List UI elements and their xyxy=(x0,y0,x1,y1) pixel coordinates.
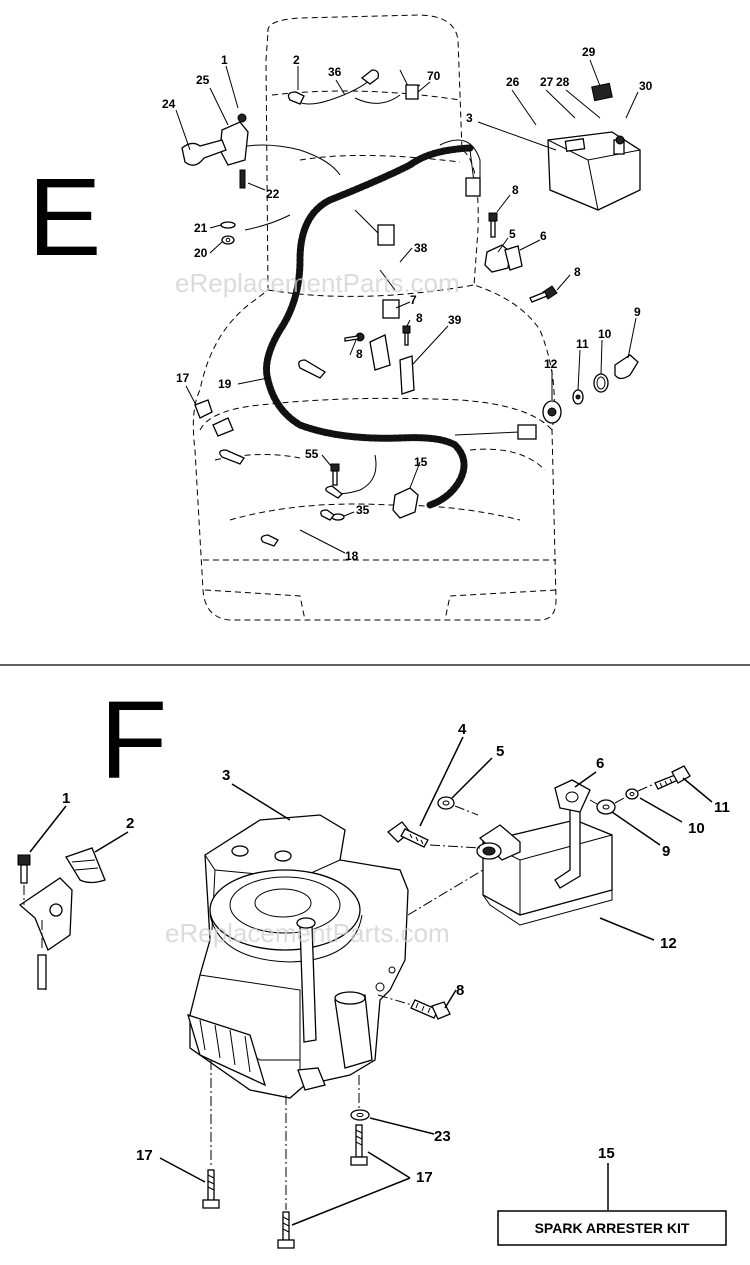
assembly-centerlines xyxy=(23,783,655,1210)
callout-f-11: 11 xyxy=(714,799,730,816)
connector-harness-plug xyxy=(377,224,395,246)
lock-washer-10 xyxy=(625,788,639,800)
solenoid-6 xyxy=(504,245,523,271)
callout-e-15: 15 xyxy=(414,455,428,469)
harness-plug-end xyxy=(517,424,537,440)
callouts-f: 3 4 5 6 1 2 11 10 9 12 8 23 17 17 15 xyxy=(62,721,730,1186)
callout-e-55: 55 xyxy=(305,447,319,461)
callout-e-26: 26 xyxy=(506,75,520,89)
callout-e-21: 21 xyxy=(194,221,208,235)
ignition-switch-assembly xyxy=(181,113,249,189)
callout-e-8b: 8 xyxy=(574,265,581,279)
callout-f-10: 10 xyxy=(688,820,705,837)
section-e-letter: E xyxy=(28,156,101,279)
callout-e-9: 9 xyxy=(634,305,641,319)
callout-e-3: 3 xyxy=(466,111,473,125)
callout-e-8d: 8 xyxy=(356,347,363,361)
ignition-key-group xyxy=(542,354,639,424)
callout-e-28: 28 xyxy=(556,75,570,89)
bracket-5 xyxy=(484,244,511,273)
callout-e-7: 7 xyxy=(410,293,417,307)
engine-bolt-8 xyxy=(410,999,451,1020)
callout-e-20: 20 xyxy=(194,246,208,260)
relay-7 xyxy=(382,299,400,319)
callout-e-8a: 8 xyxy=(512,183,519,197)
exhaust-washer-5 xyxy=(437,796,455,810)
callout-e-27: 27 xyxy=(540,75,554,89)
callout-e-5: 5 xyxy=(509,227,516,241)
throttle-control-bracket xyxy=(17,847,106,991)
nut-20 xyxy=(221,235,235,245)
ground-lug-left xyxy=(219,449,245,465)
callout-leaders-f xyxy=(29,736,713,1226)
muffler-assembly xyxy=(476,779,613,926)
engine xyxy=(187,814,409,1099)
callout-e-24: 24 xyxy=(162,97,176,111)
callout-f-17a: 17 xyxy=(136,1147,153,1164)
connector-plug-top xyxy=(465,177,481,197)
callout-e-11: 11 xyxy=(576,337,589,351)
callout-f-5: 5 xyxy=(496,743,504,760)
callout-f-6: 6 xyxy=(596,755,604,772)
callout-e-22: 22 xyxy=(266,187,280,201)
callout-f-15: 15 xyxy=(598,1145,615,1162)
ring-terminal-2 xyxy=(287,91,305,105)
callout-e-12: 12 xyxy=(544,357,558,371)
spark-arrester-kit-label: SPARK ARRESTER KIT xyxy=(497,1210,727,1246)
section-f-letter: F xyxy=(100,679,167,802)
washer-23 xyxy=(350,1109,370,1121)
seat-switch-17 xyxy=(194,399,213,419)
bracket-39 xyxy=(399,355,415,395)
battery-terminal-cover xyxy=(591,82,613,102)
callout-f-8: 8 xyxy=(456,982,464,999)
lower-harness-parts xyxy=(260,463,419,547)
callout-e-39: 39 xyxy=(448,313,462,327)
seat-switch-body xyxy=(212,417,234,437)
section-e: E xyxy=(28,14,653,621)
callout-e-10: 10 xyxy=(598,327,612,341)
bolt-8-group xyxy=(344,212,558,346)
callout-e-17: 17 xyxy=(176,371,190,385)
callout-e-38: 38 xyxy=(414,241,428,255)
callout-e-8c: 8 xyxy=(416,311,423,325)
exhaust-bolt-4 xyxy=(386,821,429,848)
battery xyxy=(547,131,641,211)
callout-f-12: 12 xyxy=(660,935,677,952)
callout-e-2: 2 xyxy=(293,53,300,67)
callout-f-9: 9 xyxy=(662,843,670,860)
callout-leaders-e xyxy=(175,59,639,554)
ground-lug-19 xyxy=(298,359,326,379)
callout-e-1: 1 xyxy=(221,53,228,67)
section-f: F xyxy=(17,679,730,1249)
mounting-bolt-17 xyxy=(202,1124,368,1249)
callout-e-70: 70 xyxy=(427,69,441,83)
callouts-e: 1 2 36 70 29 25 24 26 27 28 30 3 22 8 21… xyxy=(162,45,653,563)
callout-e-29: 29 xyxy=(582,45,596,59)
wiring-harness xyxy=(263,144,474,509)
exhaust-washer-9 xyxy=(596,799,616,815)
callout-f-4: 4 xyxy=(458,721,467,738)
watermark-e: eReplacementParts.com xyxy=(175,268,460,298)
callout-f-2: 2 xyxy=(126,815,134,832)
ring-terminal-36 xyxy=(360,69,380,85)
callout-e-36: 36 xyxy=(328,65,342,79)
callout-e-25: 25 xyxy=(196,73,210,87)
callout-e-19: 19 xyxy=(218,377,232,391)
callout-f-23: 23 xyxy=(434,1128,451,1145)
tractor-body-outline xyxy=(192,14,557,621)
watermark-f: eReplacementParts.com xyxy=(165,918,450,948)
callout-e-35: 35 xyxy=(356,503,370,517)
washer-21 xyxy=(220,221,236,229)
callout-e-30: 30 xyxy=(639,79,653,93)
callout-e-18: 18 xyxy=(345,549,359,563)
callout-e-6: 6 xyxy=(540,229,547,243)
switch-mount xyxy=(369,334,391,371)
connector-70 xyxy=(405,84,419,100)
callout-f-17b: 17 xyxy=(416,1169,433,1186)
callout-f-1: 1 xyxy=(62,790,70,807)
muffler-bolt-11 xyxy=(654,765,691,790)
spark-arrester-kit-text: SPARK ARRESTER KIT xyxy=(535,1220,690,1236)
callout-f-3: 3 xyxy=(222,767,230,784)
